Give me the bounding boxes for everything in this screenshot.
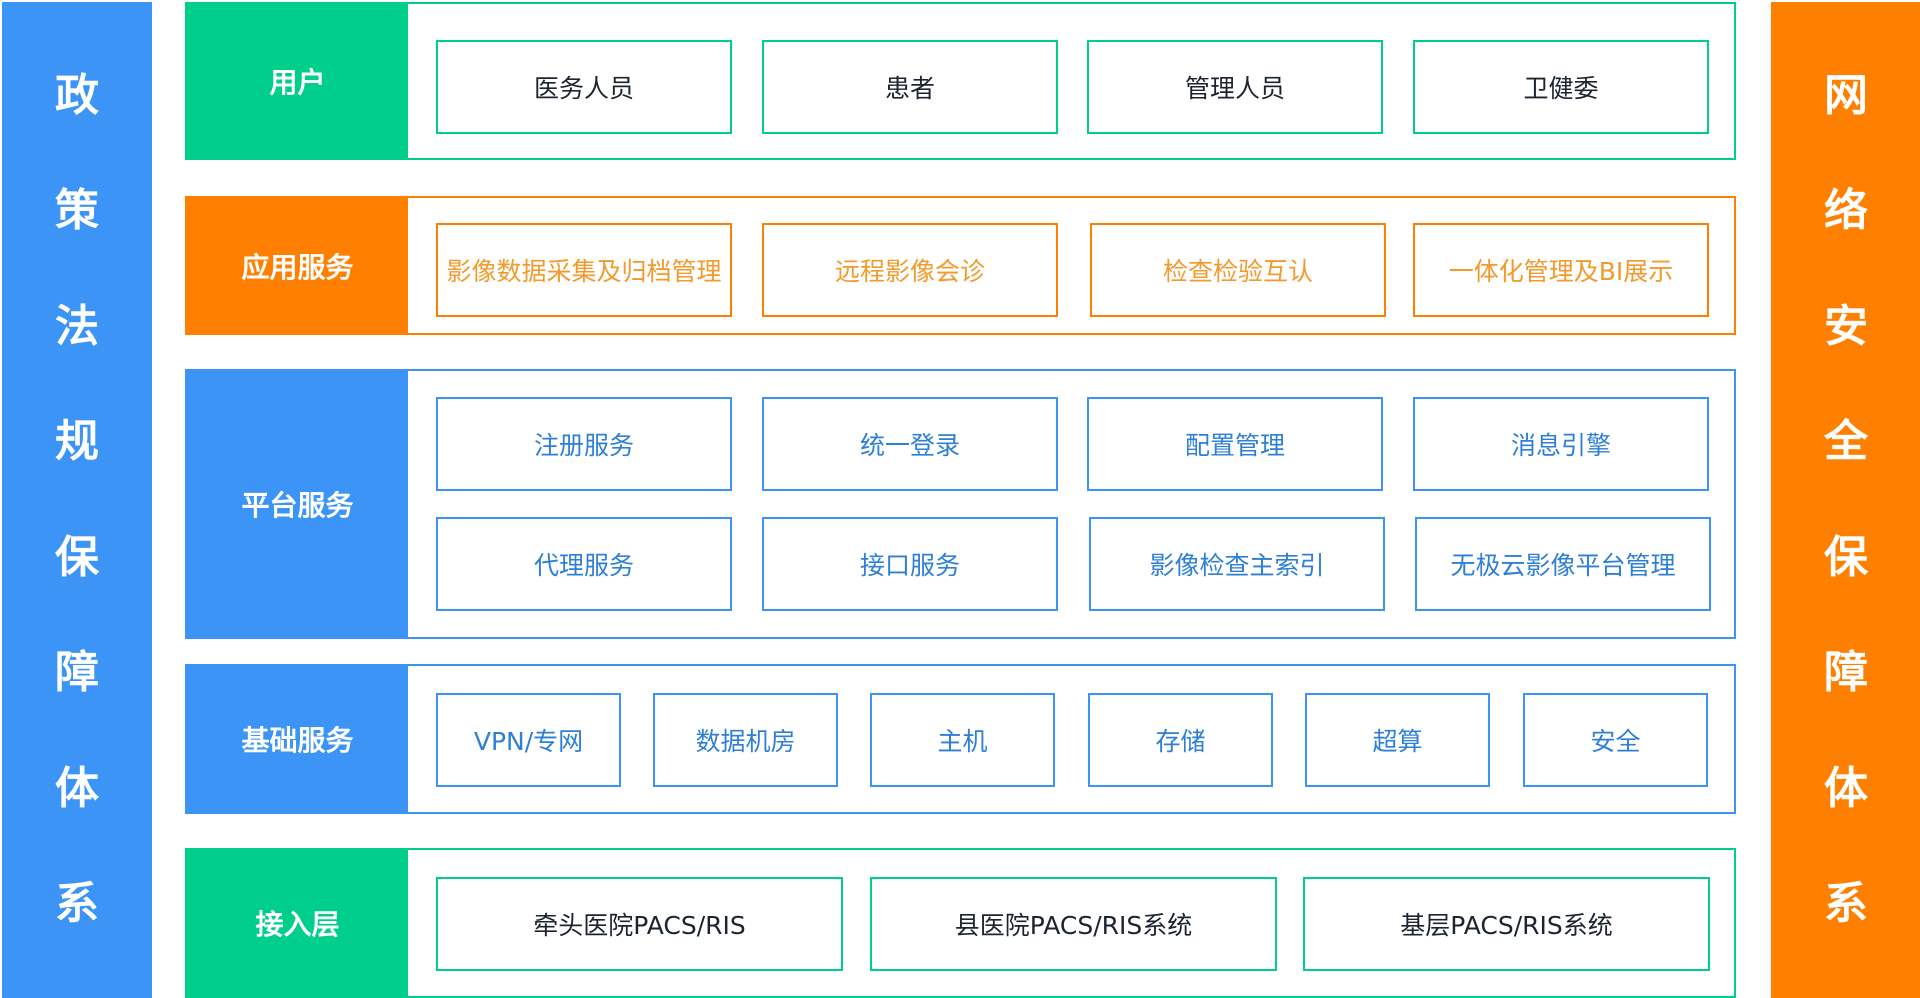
network-security-sidebar: 网 络 安 全 保 障 体 系 <box>1771 2 1920 998</box>
item-box: 检查检验互认 <box>1090 223 1386 317</box>
layer-base-services: 基础服务 VPN/专网 数据机房 主机 存储 超算 安全 <box>185 664 1736 814</box>
layer-application-services: 应用服务 影像数据采集及归档管理 远程影像会诊 检查检验互认 一体化管理及BI展… <box>185 196 1736 335</box>
sidebar-char: 法 <box>55 300 99 352</box>
sidebar-char: 络 <box>1824 185 1868 237</box>
item-box: 牵头医院PACS/RIS <box>436 877 843 971</box>
layer-access: 接入层 牵头医院PACS/RIS 县医院PACS/RIS系统 基层PACS/RI… <box>185 848 1736 998</box>
sidebar-char: 障 <box>55 647 99 699</box>
item-box: 配置管理 <box>1087 397 1383 491</box>
sidebar-char: 系 <box>55 878 99 930</box>
layer-label: 接入层 <box>187 850 408 996</box>
sidebar-char: 安 <box>1824 300 1868 352</box>
sidebar-char: 政 <box>55 69 99 121</box>
item-box: 安全 <box>1523 693 1708 787</box>
layer-label: 用户 <box>187 4 408 158</box>
item-box: 远程影像会诊 <box>762 223 1058 317</box>
sidebar-char: 保 <box>1824 531 1868 583</box>
item-box: 消息引擎 <box>1413 397 1709 491</box>
sidebar-char: 全 <box>1824 416 1868 468</box>
item-box: VPN/专网 <box>436 693 621 787</box>
layer-label: 平台服务 <box>187 371 408 637</box>
item-box: 存储 <box>1088 693 1273 787</box>
item-box: 注册服务 <box>436 397 732 491</box>
sidebar-char: 体 <box>1824 762 1868 814</box>
item-box: 代理服务 <box>436 517 732 611</box>
sidebar-char: 网 <box>1824 69 1868 121</box>
item-box: 管理人员 <box>1087 40 1383 134</box>
sidebar-char: 障 <box>1824 647 1868 699</box>
item-box: 超算 <box>1305 693 1490 787</box>
item-box: 卫健委 <box>1413 40 1709 134</box>
item-box: 影像检查主索引 <box>1089 517 1385 611</box>
layer-users: 用户 医务人员 患者 管理人员 卫健委 <box>185 2 1736 160</box>
policy-sidebar: 政 策 法 规 保 障 体 系 <box>2 2 152 998</box>
layer-platform-services: 平台服务 注册服务 统一登录 配置管理 消息引擎 代理服务 接口服务 影像检查主… <box>185 369 1736 639</box>
sidebar-char: 体 <box>55 762 99 814</box>
item-box: 患者 <box>762 40 1058 134</box>
layer-label: 基础服务 <box>187 666 408 812</box>
item-box: 一体化管理及BI展示 <box>1413 223 1709 317</box>
item-box: 数据机房 <box>653 693 838 787</box>
item-box: 接口服务 <box>762 517 1058 611</box>
sidebar-char: 规 <box>55 416 99 468</box>
layer-label: 应用服务 <box>187 198 408 333</box>
item-box: 统一登录 <box>762 397 1058 491</box>
sidebar-char: 系 <box>1824 878 1868 930</box>
item-box: 基层PACS/RIS系统 <box>1303 877 1710 971</box>
item-box: 县医院PACS/RIS系统 <box>870 877 1277 971</box>
item-box: 主机 <box>870 693 1055 787</box>
item-box: 影像数据采集及归档管理 <box>436 223 732 317</box>
item-box: 医务人员 <box>436 40 732 134</box>
sidebar-char: 保 <box>55 531 99 583</box>
sidebar-char: 策 <box>55 185 99 237</box>
item-box: 无极云影像平台管理 <box>1415 517 1711 611</box>
